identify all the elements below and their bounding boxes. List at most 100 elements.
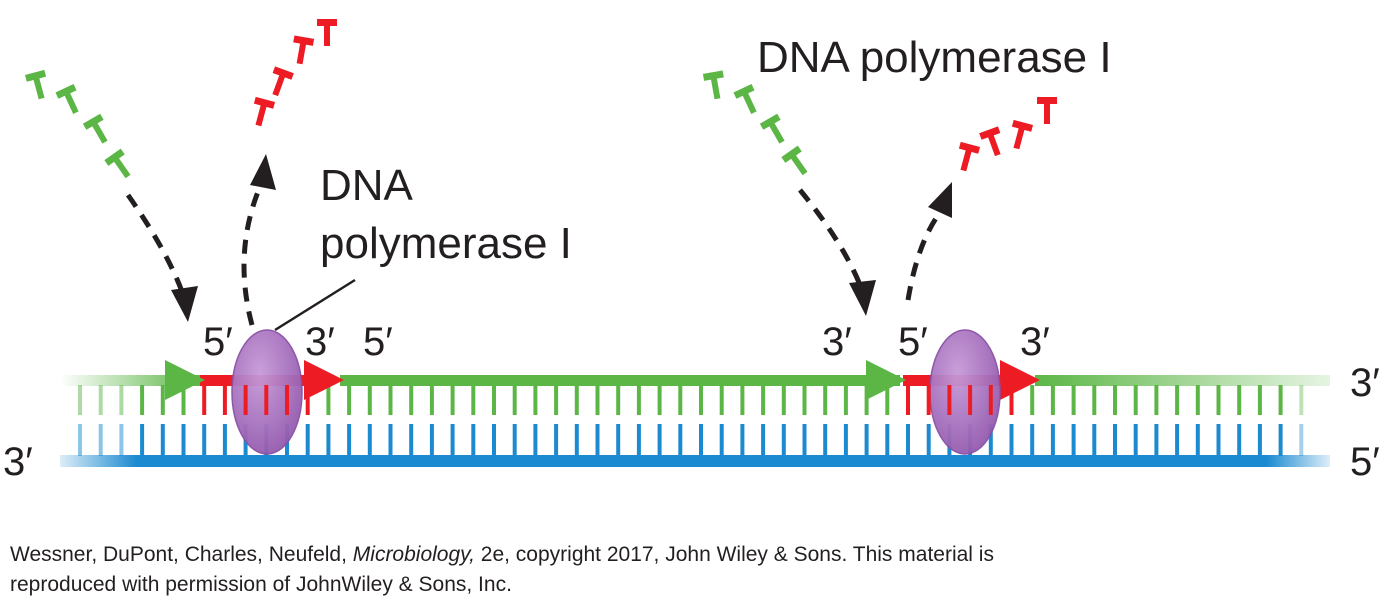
incoming-nucleotide-arrow-right: [798, 188, 865, 291]
free-nucleotides: [24, 19, 1057, 179]
template-base: [119, 424, 124, 456]
template-base: [636, 424, 641, 456]
new-strand-base: [429, 385, 434, 415]
primer-base: [305, 385, 310, 415]
template-base: [699, 424, 703, 456]
new-strand-base: [388, 385, 393, 415]
template-base: [1154, 424, 1159, 456]
credit-line2: reproduced with permission of JohnWiley …: [10, 573, 512, 596]
new-strand-base: [616, 385, 621, 415]
new-strand-base: [781, 385, 786, 415]
copyright-credit: Wessner, DuPont, Charles, Neufeld, Micro…: [10, 540, 1390, 600]
new-strand-base: [761, 385, 766, 415]
template-base: [160, 424, 165, 456]
new-strand-base: [554, 385, 559, 415]
free-nucleotide-green: [82, 113, 108, 144]
released-nucleotide-red: [253, 96, 276, 127]
new-strand-base: [1071, 385, 1076, 415]
new-strand-base: [119, 385, 124, 415]
released-nucleotide-red: [317, 19, 337, 46]
template-base: [988, 424, 993, 456]
enzyme-label-leader-line: [274, 278, 356, 332]
template-base: [347, 424, 352, 456]
template-base: [222, 424, 227, 456]
template-base: [1257, 424, 1262, 456]
template-base: [388, 424, 393, 456]
template-base: [595, 424, 600, 456]
new-strand-base: [1278, 385, 1283, 415]
new-strand-base: [347, 385, 352, 415]
template-strand-backbone: [60, 455, 1330, 467]
template-base: [885, 424, 890, 456]
released-nucleotide-red: [293, 35, 315, 65]
new-strand-base: [636, 385, 641, 415]
template-base: [678, 424, 683, 456]
new-strand-base: [492, 385, 496, 415]
template-base: [512, 424, 517, 456]
enzyme-label-left-line1: DNA: [320, 161, 414, 210]
template-base: [1278, 424, 1283, 456]
new-strand-base: [864, 385, 869, 415]
new-strand-base: [471, 385, 476, 415]
template-base: [823, 424, 828, 456]
new-strand-base: [512, 385, 517, 415]
new-strand-base: [1092, 385, 1097, 415]
released-nucleotide-red: [979, 126, 1001, 157]
new-strand-base: [1030, 385, 1035, 415]
new-strand-segment-1: [60, 375, 200, 386]
template-base: [1195, 424, 1200, 456]
template-base: [1009, 424, 1014, 456]
primer-base: [285, 385, 289, 415]
template-base: [843, 424, 848, 456]
new-strand-base: [678, 385, 683, 415]
incoming-nucleotide-arrow-left: [125, 193, 188, 301]
new-strand-base: [450, 385, 455, 415]
strand-arrowhead-green-1: [165, 360, 205, 400]
new-strand-base: [1050, 385, 1055, 415]
template-base: [926, 424, 931, 456]
template-base: [1133, 424, 1138, 456]
credit-rest: 2e, copyright 2017, John Wiley & Sons. T…: [474, 543, 994, 566]
new-strand-base: [326, 385, 331, 415]
primer-base: [988, 385, 993, 415]
outgoing-arrowhead-right: [928, 182, 952, 218]
new-strand-base: [533, 385, 538, 415]
new-strand-base: [719, 385, 724, 415]
template-strand-bases: [78, 424, 1304, 456]
incoming-arrowhead-right: [849, 280, 876, 316]
new-strand-base: [657, 385, 662, 415]
new-strand-base: [1154, 385, 1159, 415]
outgoing-nucleotide-arrow-left: [241, 180, 265, 326]
end-label-5prime-c: 5′: [898, 320, 928, 364]
released-nucleotide-red: [272, 66, 294, 97]
end-label-3prime-top-right: 3′: [1350, 361, 1380, 405]
new-strand-base: [699, 385, 703, 415]
outgoing-nucleotide-arrow-right: [905, 208, 944, 301]
template-base: [1237, 424, 1242, 456]
new-strand-base: [1175, 385, 1180, 415]
new-strand-base: [140, 385, 145, 415]
template-base: [533, 424, 538, 456]
new-strand-bases: [78, 385, 1304, 415]
template-base: [181, 424, 186, 456]
new-strand-segment-3: [1035, 375, 1330, 386]
template-base: [1030, 424, 1035, 456]
template-base: [450, 424, 455, 456]
new-strand-base: [740, 385, 745, 415]
new-strand-base: [1195, 385, 1200, 415]
template-base: [554, 424, 559, 456]
template-base: [409, 424, 414, 456]
template-base: [740, 424, 745, 456]
free-nucleotide-green: [55, 83, 79, 114]
free-nucleotide-green: [702, 70, 724, 100]
end-label-5prime-b: 5′: [363, 320, 393, 364]
template-base: [1092, 424, 1097, 456]
new-strand-base: [181, 385, 186, 415]
end-label-3prime-d: 3′: [1020, 320, 1050, 364]
credit-authors: Wessner, DuPont, Charles, Neufeld,: [10, 543, 353, 566]
template-base: [429, 424, 434, 456]
template-base: [326, 424, 331, 456]
primer-base: [222, 385, 227, 415]
primer-base: [243, 385, 248, 415]
